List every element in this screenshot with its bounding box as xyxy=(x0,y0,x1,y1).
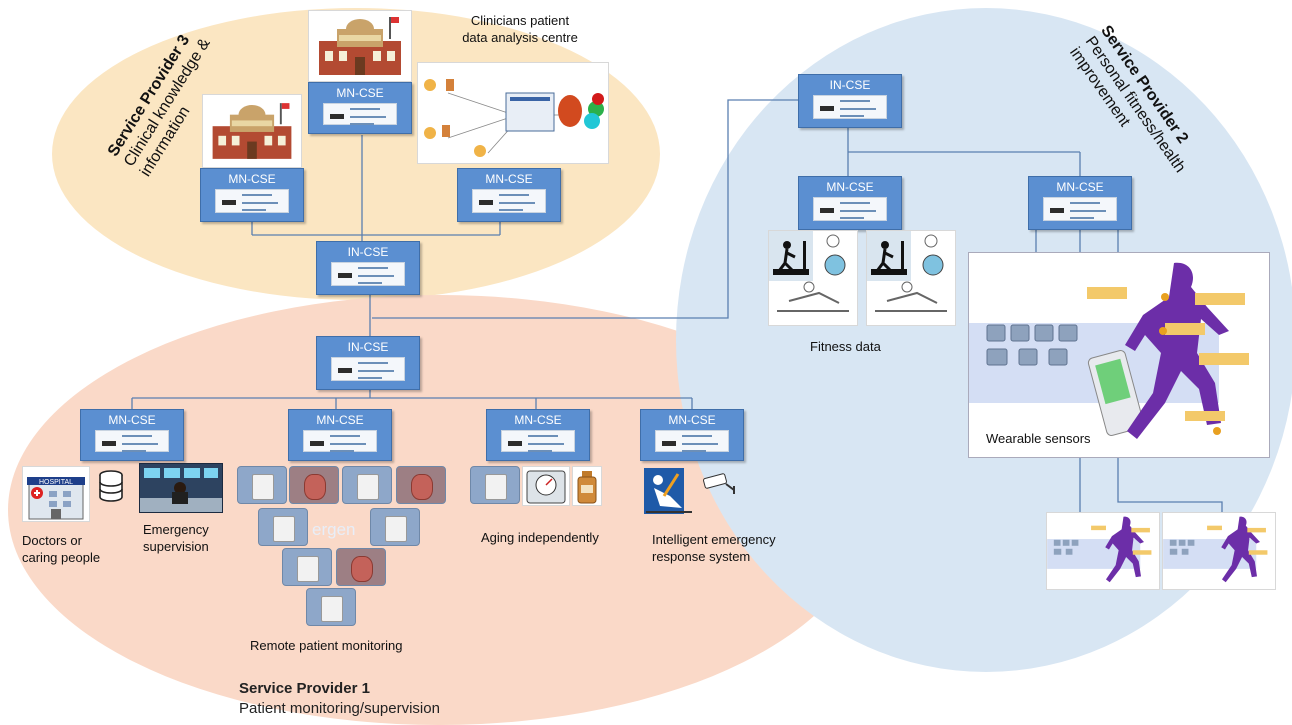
clinicians-label: Clinicians patient data analysis centre xyxy=(450,12,590,46)
sp2-mn-cse-fitness[interactable]: MN-CSE xyxy=(798,176,902,230)
wearable-sensors-thumb-2 xyxy=(1162,512,1276,590)
doctors-label-2: caring people xyxy=(22,550,101,565)
sp1-title: Service Provider 1 xyxy=(239,680,370,697)
sp1-in-cse[interactable]: IN-CSE xyxy=(316,336,420,390)
node-label: MN-CSE xyxy=(514,413,562,427)
fitness-equipment-image-1 xyxy=(768,230,858,326)
emergency-label: Emergency supervision xyxy=(143,521,209,555)
sp3-mn-cse-top[interactable]: MN-CSE xyxy=(308,82,412,134)
emergency-label-2: supervision xyxy=(143,539,209,554)
hand-sensor-tile xyxy=(289,466,339,504)
bp-monitor-tile xyxy=(258,508,308,546)
node-label: IN-CSE xyxy=(829,78,871,92)
cctv-camera-icon xyxy=(700,468,738,496)
iers-label: Intelligent emergency response system xyxy=(652,531,776,565)
clinicians-label-2: data analysis centre xyxy=(462,30,578,45)
sp1-mn-cse-aging[interactable]: MN-CSE xyxy=(486,409,590,461)
aging-label: Aging independently xyxy=(481,530,599,545)
node-label: IN-CSE xyxy=(347,340,389,354)
fitness-equipment-image-2 xyxy=(866,230,956,326)
node-label: MN-CSE xyxy=(485,172,533,186)
hand-sensor-tile xyxy=(396,466,446,504)
wearable-sensors-thumb-1 xyxy=(1046,512,1160,590)
doctors-label: Doctors or caring people xyxy=(22,532,100,566)
sp1-subtitle: Patient monitoring/supervision xyxy=(239,700,440,717)
hospital-icon: HOSPITAL xyxy=(22,466,90,522)
iers-label-1: Intelligent emergency xyxy=(652,532,776,547)
database-icon xyxy=(98,470,124,502)
emergency-overlay-text: ergen xyxy=(312,520,356,539)
sp1-mn-cse-doctors[interactable]: MN-CSE xyxy=(80,409,184,461)
fallen-person-icon xyxy=(642,466,698,518)
sp3-mn-cse-left[interactable]: MN-CSE xyxy=(200,168,304,222)
node-label: MN-CSE xyxy=(108,413,156,427)
fitness-data-label: Fitness data xyxy=(810,339,881,354)
scale-icon xyxy=(522,466,570,506)
college-building-image xyxy=(308,10,412,82)
node-label: MN-CSE xyxy=(668,413,716,427)
node-label: IN-CSE xyxy=(347,245,389,259)
clinicians-label-1: Clinicians patient xyxy=(470,13,570,28)
node-label: MN-CSE xyxy=(228,172,276,186)
node-label: MN-CSE xyxy=(316,413,364,427)
college-building-image-2 xyxy=(202,94,302,168)
sp1-mn-cse-remote[interactable]: MN-CSE xyxy=(288,409,392,461)
wearable-sensors-label: Wearable sensors xyxy=(984,430,1093,447)
control-room-image xyxy=(139,463,223,513)
wearable-sensors-image xyxy=(968,252,1270,458)
bp-monitor-tile xyxy=(282,548,332,586)
sp2-mn-cse-wearable[interactable]: MN-CSE xyxy=(1028,176,1132,230)
iers-label-2: response system xyxy=(652,549,751,564)
hand-sensor-tile xyxy=(336,548,386,586)
analysis-centre-image xyxy=(417,62,609,164)
bp-monitor-tile xyxy=(237,466,287,504)
sp2-in-cse[interactable]: IN-CSE xyxy=(798,74,902,128)
bp-monitor-tile xyxy=(470,466,520,504)
sp3-in-cse[interactable]: IN-CSE xyxy=(316,241,420,295)
doctors-label-1: Doctors or xyxy=(22,533,82,548)
sp3-mn-cse-right[interactable]: MN-CSE xyxy=(457,168,561,222)
node-label: MN-CSE xyxy=(336,86,384,100)
node-label: MN-CSE xyxy=(826,180,874,194)
bp-monitor-tile xyxy=(342,466,392,504)
bp-monitor-tile xyxy=(306,588,356,626)
hospital-sign: HOSPITAL xyxy=(39,479,73,486)
sp1-mn-cse-iers[interactable]: MN-CSE xyxy=(640,409,744,461)
node-label: MN-CSE xyxy=(1056,180,1104,194)
medicine-bottle-icon xyxy=(572,466,602,506)
remote-monitoring-label: Remote patient monitoring xyxy=(250,638,403,653)
emergency-label-1: Emergency xyxy=(143,522,209,537)
bp-monitor-tile xyxy=(370,508,420,546)
service-provider-1-label: Service Provider 1 Patient monitoring/su… xyxy=(239,679,440,719)
